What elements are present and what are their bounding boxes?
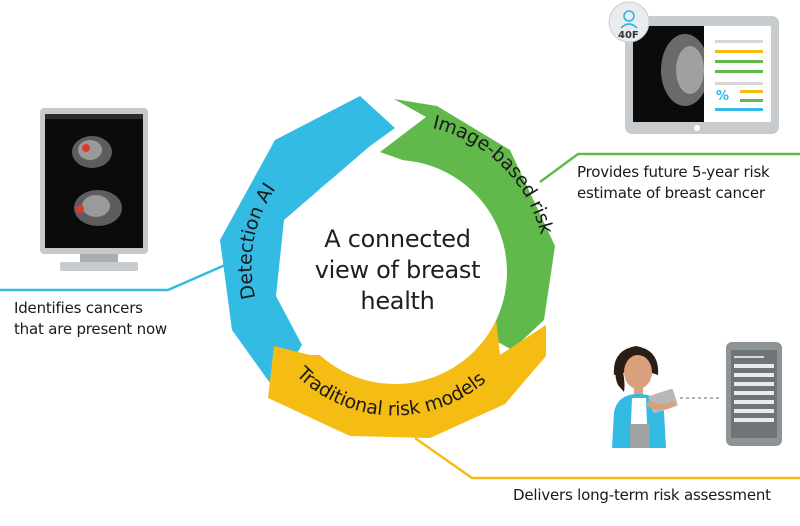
detection-caption: Identifies cancers that are present now: [14, 298, 167, 340]
image-risk-connector-line: [539, 152, 800, 184]
image-based-risk-segment: [380, 99, 555, 350]
percent-symbol: %: [716, 89, 729, 104]
traditional-connector-line: [414, 436, 800, 480]
avatar-icon: 40F: [608, 1, 650, 43]
center-title-line3: health: [360, 287, 435, 315]
center-title: A connected view of breast health: [290, 224, 505, 317]
image-risk-caption-line1: Provides future 5-year risk: [577, 163, 770, 181]
center-title-line2: view of breast: [314, 256, 481, 284]
traditional-caption: Delivers long-term risk assessment: [513, 485, 771, 506]
center-title-line1: A connected: [324, 225, 471, 253]
image-risk-caption: Provides future 5-year risk estimate of …: [577, 162, 770, 204]
image-risk-caption-line2: estimate of breast cancer: [577, 184, 765, 202]
avatar-tag: 40F: [618, 30, 639, 41]
monitor-icon: [40, 108, 148, 271]
phone-icon: [726, 342, 782, 446]
detection-ai-segment: [220, 96, 395, 390]
detection-caption-line2: that are present now: [14, 320, 167, 338]
tablet-icon: %: [625, 16, 779, 134]
woman-with-tablet-icon: [612, 346, 678, 448]
detection-caption-line1: Identifies cancers: [14, 299, 143, 317]
detection-connector-line: [0, 253, 249, 292]
center-disk: [283, 160, 507, 384]
traditional-caption-line1: Delivers long-term risk assessment: [513, 486, 771, 504]
